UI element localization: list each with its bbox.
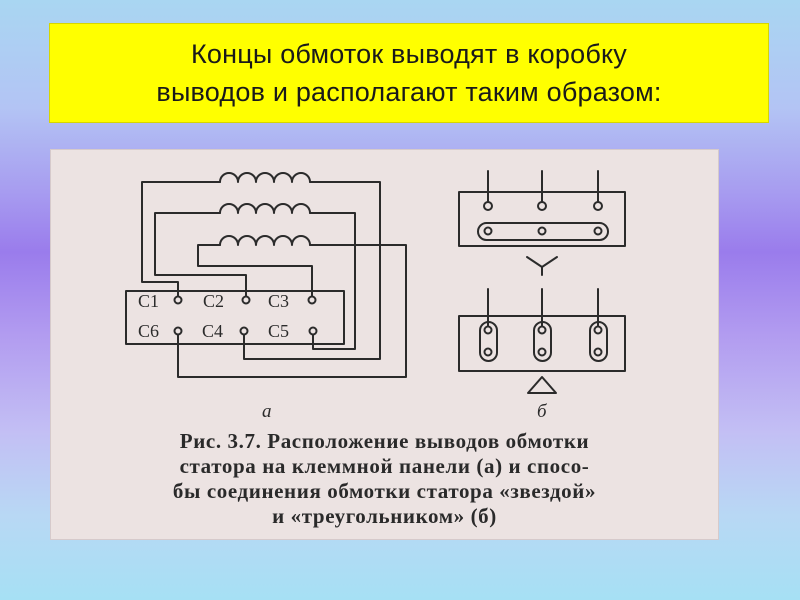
star-symbol-icon (526, 256, 558, 276)
label-a: а (262, 401, 272, 422)
star-bottom-terminal-3 (593, 226, 603, 236)
caption-line-4: и «треугольником» (б) (272, 504, 497, 528)
terminal-panel (125, 290, 345, 345)
label-c4: C4 (202, 321, 223, 341)
delta-symbol-icon (527, 376, 557, 394)
terminal-c4 (239, 326, 249, 336)
lead-c1 (141, 181, 221, 301)
delta-terminal-1b (483, 347, 493, 357)
wiring-diagram: C1 C2 C3 C6 C4 C5 а б (125, 170, 626, 422)
coil-3 (219, 235, 311, 246)
terminal-c1 (173, 295, 183, 305)
label-c1: C1 (138, 291, 159, 311)
delta-jumper-2 (533, 321, 552, 362)
star-jumper-bar (477, 222, 609, 241)
label-b: б (537, 401, 548, 422)
terminal-c2 (241, 295, 251, 305)
lead-c4 (243, 181, 381, 360)
lead-c3 (197, 244, 313, 301)
delta-jumper-1 (479, 321, 498, 362)
lead-c2 (154, 212, 247, 301)
label-c3: C3 (268, 291, 289, 311)
terminal-c3 (307, 295, 317, 305)
star-bottom-terminal-2 (537, 226, 547, 236)
delta-terminal-3a (593, 325, 603, 335)
figure-scan: C1 C2 C3 C6 C4 C5 а б Рис. 3.7. Располож… (50, 149, 719, 540)
lead-c6 (177, 244, 407, 378)
delta-jumper-3 (589, 321, 608, 362)
slide-title-line-2: выводов и располагают таким образом: (156, 77, 662, 107)
terminal-c6 (173, 326, 183, 336)
delta-terminal-2a (537, 325, 547, 335)
star-top-terminal-1 (483, 201, 493, 211)
slide-title-line-1: Концы обмоток выводят в коробку (190, 39, 628, 69)
slide-title: Концы обмоток выводят в коробку выводов … (156, 35, 661, 111)
star-bottom-terminal-1 (483, 226, 493, 236)
label-c5: C5 (268, 321, 289, 341)
coil-1 (219, 172, 311, 183)
caption-line-1: Рис. 3.7. Расположение выводов обмотки (179, 429, 590, 453)
star-top-terminal-3 (593, 201, 603, 211)
caption-line-3: бы соединения обмотки статора «звездой» (172, 479, 597, 503)
delta-terminal-1a (483, 325, 493, 335)
delta-terminal-2b (537, 347, 547, 357)
figure-caption: Рис. 3.7. Расположение выводов обмотки с… (50, 429, 719, 529)
coil-2 (219, 203, 311, 214)
slide-title-box: Концы обмоток выводят в коробку выводов … (49, 23, 769, 123)
caption-line-2: статора на клеммной панели (а) и спосо- (179, 454, 590, 478)
terminal-c5 (308, 326, 318, 336)
star-top-terminal-2 (537, 201, 547, 211)
delta-terminal-3b (593, 347, 603, 357)
label-c6: C6 (138, 321, 159, 341)
label-c2: C2 (203, 291, 224, 311)
